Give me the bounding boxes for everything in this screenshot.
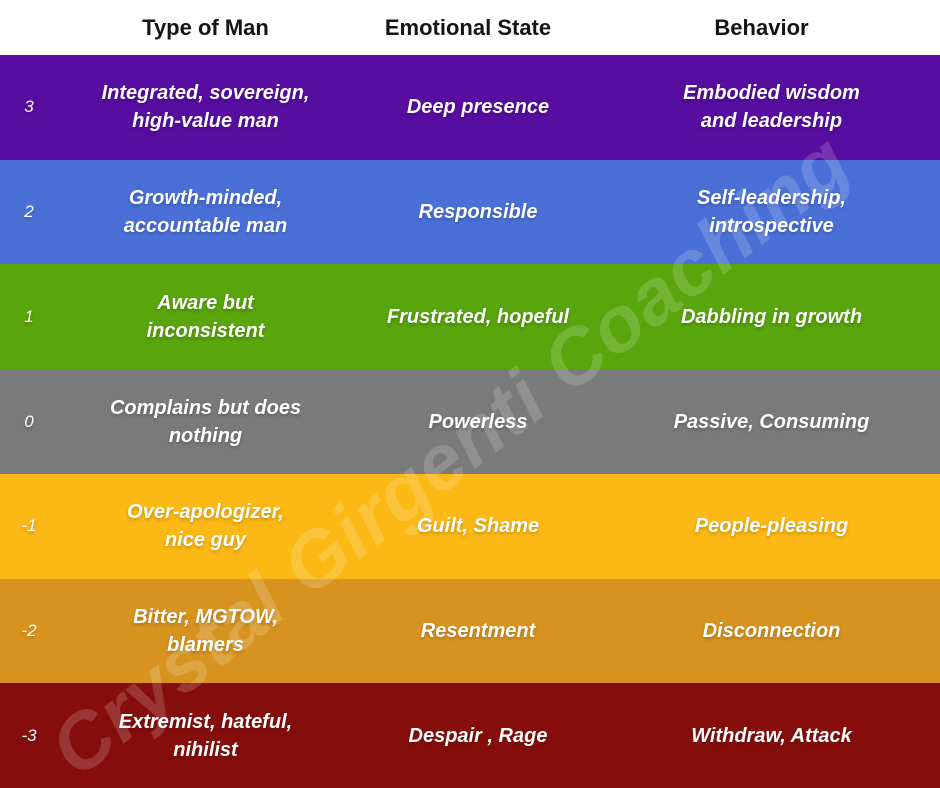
type-of-man-cell: Aware but inconsistent [146, 291, 265, 342]
behavior-cell: Embodied wisdom and leadership [683, 82, 860, 133]
table-row-level-3: 3 Integrated, sovereign, high-value man … [0, 55, 940, 160]
behavior-cell: Dabbling in growth [680, 305, 863, 328]
type-of-man-cell: Extremist, hateful, nihilist [118, 710, 293, 761]
level-value: 2 [24, 202, 34, 222]
type-of-man-header: Type of Man [142, 14, 269, 40]
table-row-level-0: 0 Complains but does nothing Powerless P… [0, 369, 940, 474]
type-of-man-cell: Growth-minded, accountable man [123, 187, 288, 238]
emotional-state-cell: Frustrated, hopeful [386, 305, 570, 328]
type-of-man-cell: Complains but does nothing [109, 396, 302, 447]
type-of-man-cell: Integrated, sovereign, high-value man [101, 82, 310, 133]
emotional-state-header: Emotional State [384, 14, 552, 40]
table-row-level-minus-2: -2 Bitter, MGTOW, blamers Resentment Dis… [0, 578, 940, 684]
emotional-state-cell: Resentment [420, 619, 536, 642]
table-row-level-2: 2 Growth-minded, accountable man Respons… [0, 159, 940, 265]
level-value: 0 [24, 411, 34, 431]
table-row-level-minus-1: -1 Over-apologizer, nice guy Guilt, Sham… [0, 473, 940, 579]
type-of-man-cell: Bitter, MGTOW, blamers [133, 605, 278, 656]
behavior-header: Behavior [714, 14, 809, 40]
behavior-cell: Withdraw, Attack [691, 724, 852, 747]
table-row-level-minus-3: -3 Extremist, hateful, nihilist Despair … [0, 683, 940, 788]
table-header-row: Type of Man Emotional State Behavior [0, 0, 940, 55]
level-value: 3 [24, 97, 34, 117]
level-value: -3 [21, 725, 37, 745]
type-of-man-cell: Over-apologizer, nice guy [127, 501, 284, 552]
emotional-state-cell: Powerless [428, 410, 528, 433]
level-value: 1 [24, 306, 34, 326]
emotional-state-cell: Responsible [418, 201, 538, 224]
level-value: -2 [21, 621, 37, 641]
emotional-state-cell: Deep presence [406, 96, 550, 119]
emotional-state-cell: Despair , Rage [408, 724, 548, 747]
behavior-cell: Self-leadership, introspective [697, 187, 846, 238]
behavior-cell: Passive, Consuming [673, 410, 870, 433]
level-value: -1 [21, 516, 37, 536]
behavior-cell: People-pleasing [694, 515, 849, 538]
table-row-level-1: 1 Aware but inconsistent Frustrated, hop… [0, 264, 940, 370]
behavior-cell: Disconnection [702, 619, 841, 642]
emotional-state-cell: Guilt, Shame [416, 515, 540, 538]
